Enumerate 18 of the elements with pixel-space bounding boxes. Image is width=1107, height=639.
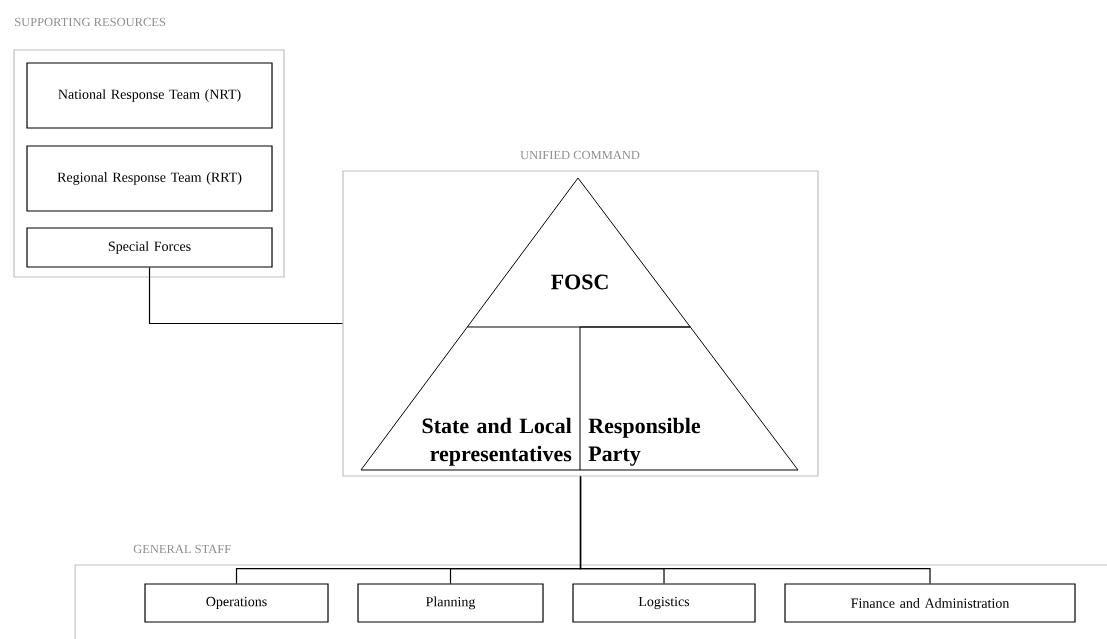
triangle-section: State and Local representatives: [360, 326, 581, 471]
connector-line: [579, 476, 931, 584]
team-box: National Response Team (NRT): [26, 62, 273, 129]
team-box: Operations: [144, 583, 329, 623]
team-box: Logistics: [572, 583, 756, 623]
team-box: Special Forces: [26, 227, 273, 268]
connector-line: [148, 267, 343, 325]
panel: [13, 49, 285, 278]
triangle-section: Responsible Party: [579, 326, 799, 471]
team-box: Finance and Administration: [784, 583, 1076, 623]
panel-heading: UNIFIED COMMAND: [520, 150, 640, 160]
panel-heading: GENERAL STAFF: [133, 544, 231, 554]
team-box: Planning: [357, 583, 544, 623]
panel-heading: SUPPORTING RESOURCES: [15, 17, 166, 27]
panel: [74, 564, 1107, 639]
triangle-section: FOSC: [466, 177, 691, 328]
team-box: Regional Response Team (RRT): [26, 145, 273, 212]
panel: [342, 170, 819, 477]
